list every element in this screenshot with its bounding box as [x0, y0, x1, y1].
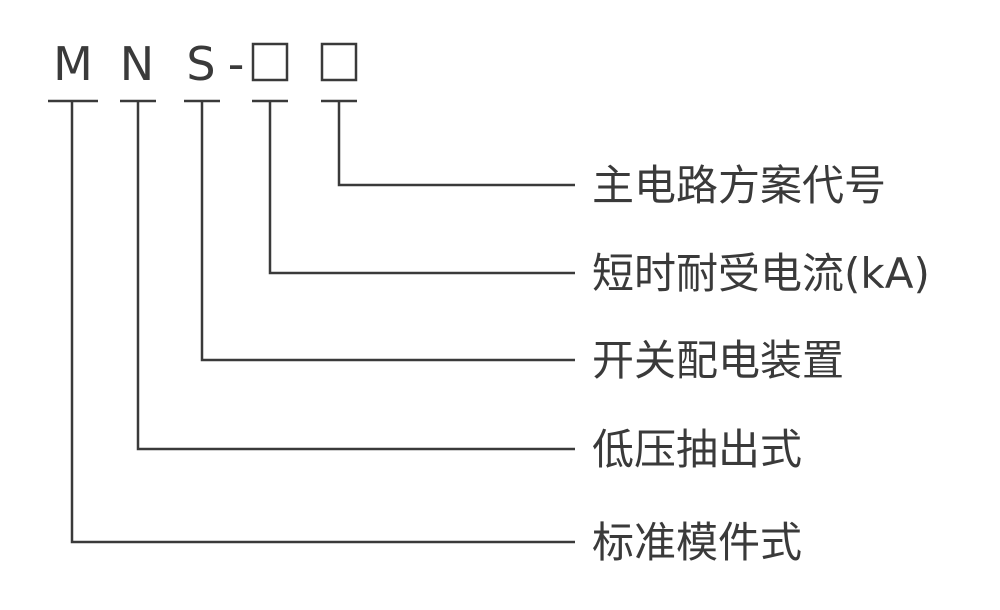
code-letter-m: M [53, 37, 93, 91]
label-standard-modular: 标准模件式 [592, 518, 802, 567]
placeholder-box-2 [320, 42, 358, 82]
connector-m [70, 101, 575, 544]
connector-box-1 [268, 101, 575, 275]
label-low-voltage-withdrawable: 低压抽出式 [592, 425, 802, 474]
placeholder-box-1 [251, 42, 289, 82]
code-letter-n: N [120, 37, 154, 91]
label-main-circuit-scheme: 主电路方案代号 [592, 161, 886, 210]
connector-box-2 [337, 101, 575, 187]
code-letter-s: S [186, 37, 215, 91]
label-switchgear: 开关配电装置 [592, 336, 844, 385]
code-dash: - [228, 37, 245, 91]
connector-s [200, 101, 575, 362]
label-short-time-withstand-current: 短时耐受电流(kA) [592, 249, 930, 298]
connector-n [136, 101, 575, 451]
